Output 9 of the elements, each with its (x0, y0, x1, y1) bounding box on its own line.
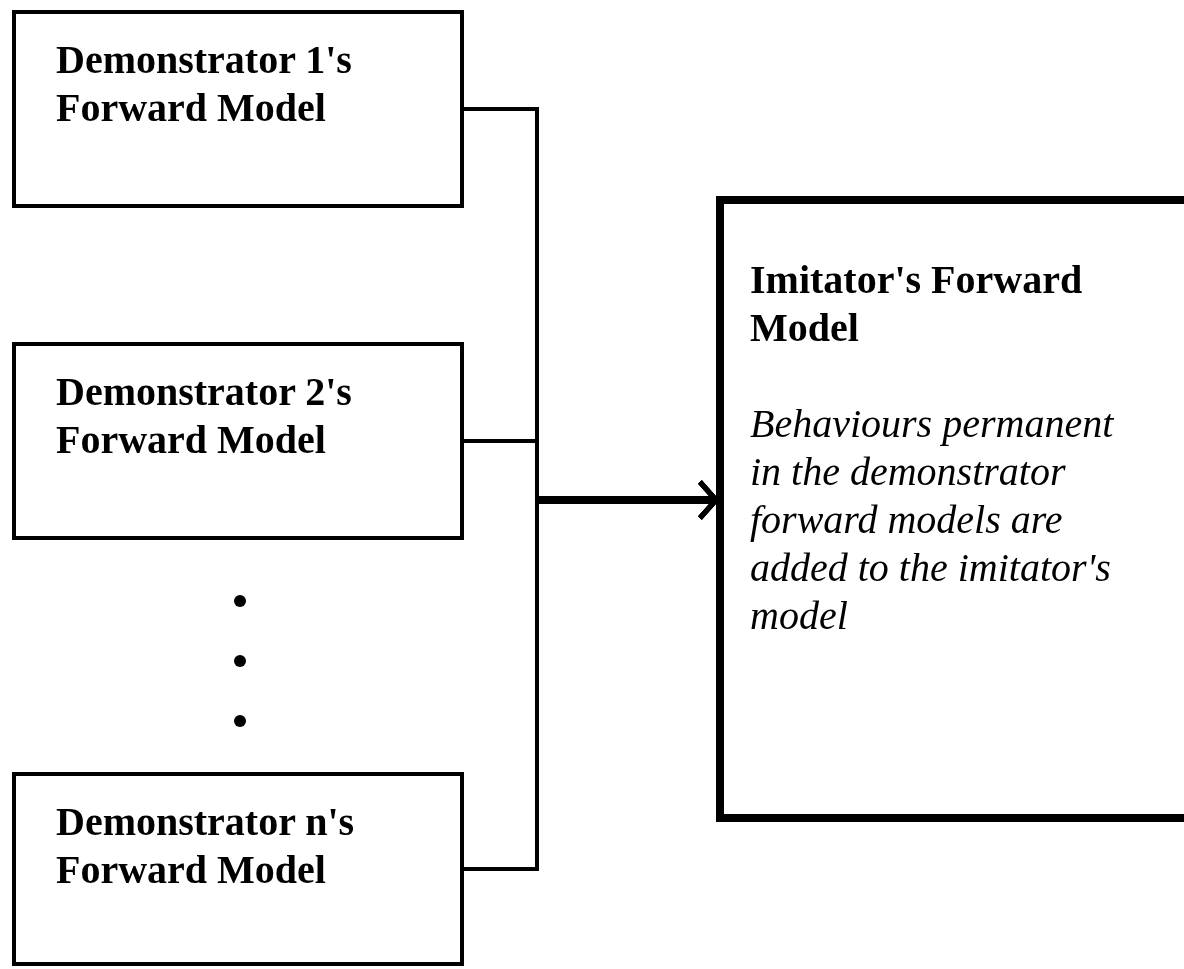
model-box (12, 10, 464, 208)
model-box (716, 196, 1184, 822)
box-heading: Imitator's Forward Model (750, 256, 1084, 352)
model-box (12, 772, 464, 966)
box-heading: Demonstrator n's Forward Model (56, 798, 356, 894)
box-heading: Demonstrator 2's Forward Model (56, 368, 353, 464)
model-box (12, 342, 464, 540)
box-description: Behaviours permanent in the demonstrator forward models are added to the imitator's model (750, 400, 1115, 640)
box-heading: Demonstrator 1's Forward Model (56, 36, 353, 132)
